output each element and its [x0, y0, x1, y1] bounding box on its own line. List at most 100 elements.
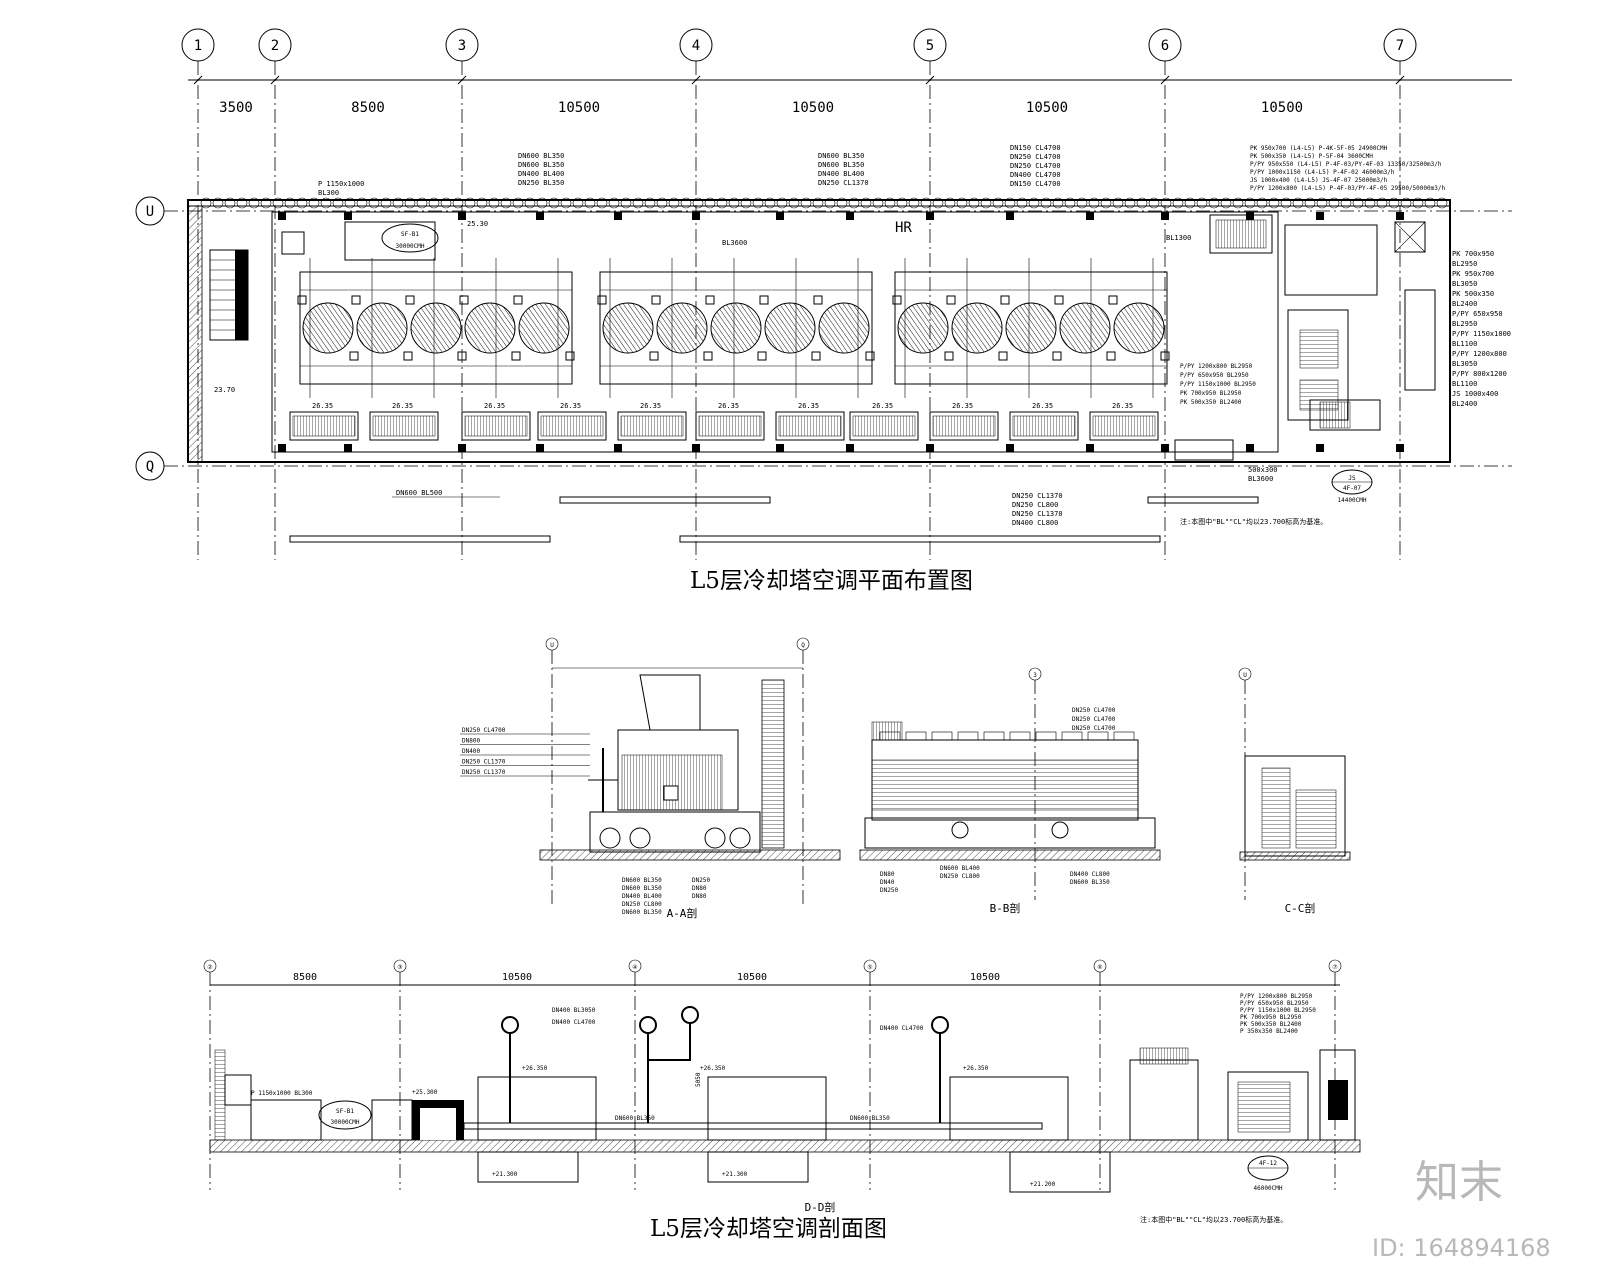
duct-label: BL1100	[1452, 380, 1477, 388]
row-bubble-q: Q	[135, 451, 165, 481]
aa-pipe-label: DN80	[692, 885, 707, 892]
plan-duct-label: P 1150x1000	[318, 180, 364, 188]
basin-coil	[695, 411, 765, 441]
grid-bubble-5: 5	[913, 28, 947, 560]
watermark-brand: 知末	[1415, 1157, 1503, 1208]
plan-note: 注:本图中"BL""CL"均以23.700标高为基准。	[1180, 517, 1327, 526]
fan-icon	[951, 302, 1003, 354]
dd-pipe-label: DN600 BL350	[615, 1115, 655, 1122]
plan-inner-wall	[271, 211, 1279, 453]
fan-icon	[1113, 302, 1165, 354]
basin-coil	[1009, 411, 1079, 441]
basin-coil	[617, 411, 687, 441]
fan-icon	[1059, 302, 1111, 354]
pipe-label: DN600 BL350	[518, 161, 564, 169]
pipe-label: DN600 BL350	[518, 152, 564, 160]
aa-pipe-label: DN80	[692, 893, 707, 900]
bb-pipe-label: DN250 CL4700	[1072, 716, 1116, 723]
pipe-label: DN600 BL350	[818, 152, 864, 160]
basin-elevation: 26.35	[798, 402, 819, 410]
fan-icon	[656, 302, 708, 354]
dd-elevation: +21.300	[492, 1171, 518, 1178]
dd-grid-label: ③	[397, 964, 402, 971]
duct-label: PK 500x350 (L4-L5) P-5F-04 3600CMH	[1250, 153, 1373, 160]
plan-js-label: JS	[1348, 475, 1356, 482]
dimension-label: 10500	[792, 100, 834, 116]
duct-label: BL3050	[1452, 280, 1477, 288]
dd-elevation: +26.350	[963, 1065, 989, 1072]
plan-top-wall-pattern	[200, 197, 1448, 209]
duct-label: PK 950x700	[1452, 270, 1494, 278]
grid-label: 4	[692, 38, 700, 54]
grid-bubble-6: 6	[1148, 28, 1182, 560]
dd-pipe-label: DN600 BL350	[850, 1115, 890, 1122]
dd-equip-label: SF-B1	[336, 1108, 354, 1115]
dd-grid-label: ⑦	[1332, 964, 1337, 971]
bb-label: B-B剖	[990, 901, 1021, 915]
grid-label: 3	[458, 38, 466, 54]
row-label-q: Q	[146, 459, 154, 475]
cc-label: C-C剖	[1285, 901, 1316, 915]
basin-row	[289, 411, 1159, 441]
duct-label: BL1100	[1452, 340, 1477, 348]
fan-icon	[410, 302, 462, 354]
grid-bubble-7: 7	[1383, 28, 1417, 560]
plan-duct-labels-top-right: PK 950x700 (L4-L5) P-4K-5F-05 24900CMHPK…	[1250, 145, 1445, 192]
grid-bubble-3: 3	[445, 28, 479, 560]
dimension-label: 3500	[219, 100, 253, 116]
dd-dimension: 8500	[293, 972, 317, 983]
bb-pipe-label: DN250 CL800	[940, 873, 980, 880]
dd-elevations: +26.350+26.350+26.350+25.300+21.300+21.3…	[412, 1065, 1056, 1188]
plan-right-room	[1174, 214, 1436, 461]
dd-duct-label: P 1150x1000 BL300	[251, 1090, 313, 1097]
dd-grid-label: ④	[632, 964, 637, 971]
duct-label: P/PY 1150x1000 BL2950	[1180, 381, 1256, 388]
duct-label: P/PY 1150x1000	[1452, 330, 1511, 338]
cooling-tower-group	[597, 258, 875, 398]
basin-elevation: 26.35	[718, 402, 739, 410]
basin-coil	[929, 411, 999, 441]
basin-elevation: 26.35	[1032, 402, 1053, 410]
bb-grid: 3	[1033, 672, 1037, 679]
grid-label: 2	[271, 38, 279, 54]
duct-label: P/PY 950x550 (L4-L5) P-4F-03/PY-4F-03 13…	[1250, 161, 1442, 168]
plan-duct-bl: BL300	[318, 189, 339, 197]
pipe-label: DN250 CL4700	[1010, 153, 1061, 161]
duct-label: PK 500x350	[1452, 290, 1494, 298]
dd-elevation: +26.350	[522, 1065, 548, 1072]
dd-note: 注:本图中"BL""CL"均以23.700标高为基准。	[1140, 1215, 1287, 1224]
dd-pipe-label: DN400 CL4700	[880, 1025, 924, 1032]
duct-label: P/PY 1200x800	[1452, 350, 1507, 358]
pipe-label: DN600 BL350	[818, 161, 864, 169]
aa-pipe-label: DN250 CL800	[622, 901, 662, 908]
duct-label: PK 700x950	[1452, 250, 1494, 258]
basin-coil	[849, 411, 919, 441]
dimension-label: 8500	[351, 100, 385, 116]
pipe-label: DN250 CL1370	[1012, 492, 1063, 500]
aa-pipe-label: DN600 BL350	[622, 909, 662, 916]
basin-elevation: 26.35	[392, 402, 413, 410]
pipe-label: DN400 BL400	[818, 170, 864, 178]
watermark-id: ID: 164894168	[1372, 1234, 1551, 1262]
fan-icon	[710, 302, 762, 354]
pipe-label: DN250 BL350	[518, 179, 564, 187]
duct-label: BL3050	[1452, 360, 1477, 368]
aa-grid-q: Q	[801, 642, 805, 649]
dd-duct-label: P/PY 1200x800 BL2950	[1240, 993, 1313, 1000]
cooling-tower-group	[297, 258, 575, 398]
plan-title: L5层冷却塔空调平面布置图	[690, 568, 973, 594]
fan-icon	[518, 302, 570, 354]
dd-elevation: +25.300	[412, 1089, 438, 1096]
dd-right-equip: 4F-12	[1259, 1160, 1277, 1167]
basin-elevation: 26.35	[484, 402, 505, 410]
